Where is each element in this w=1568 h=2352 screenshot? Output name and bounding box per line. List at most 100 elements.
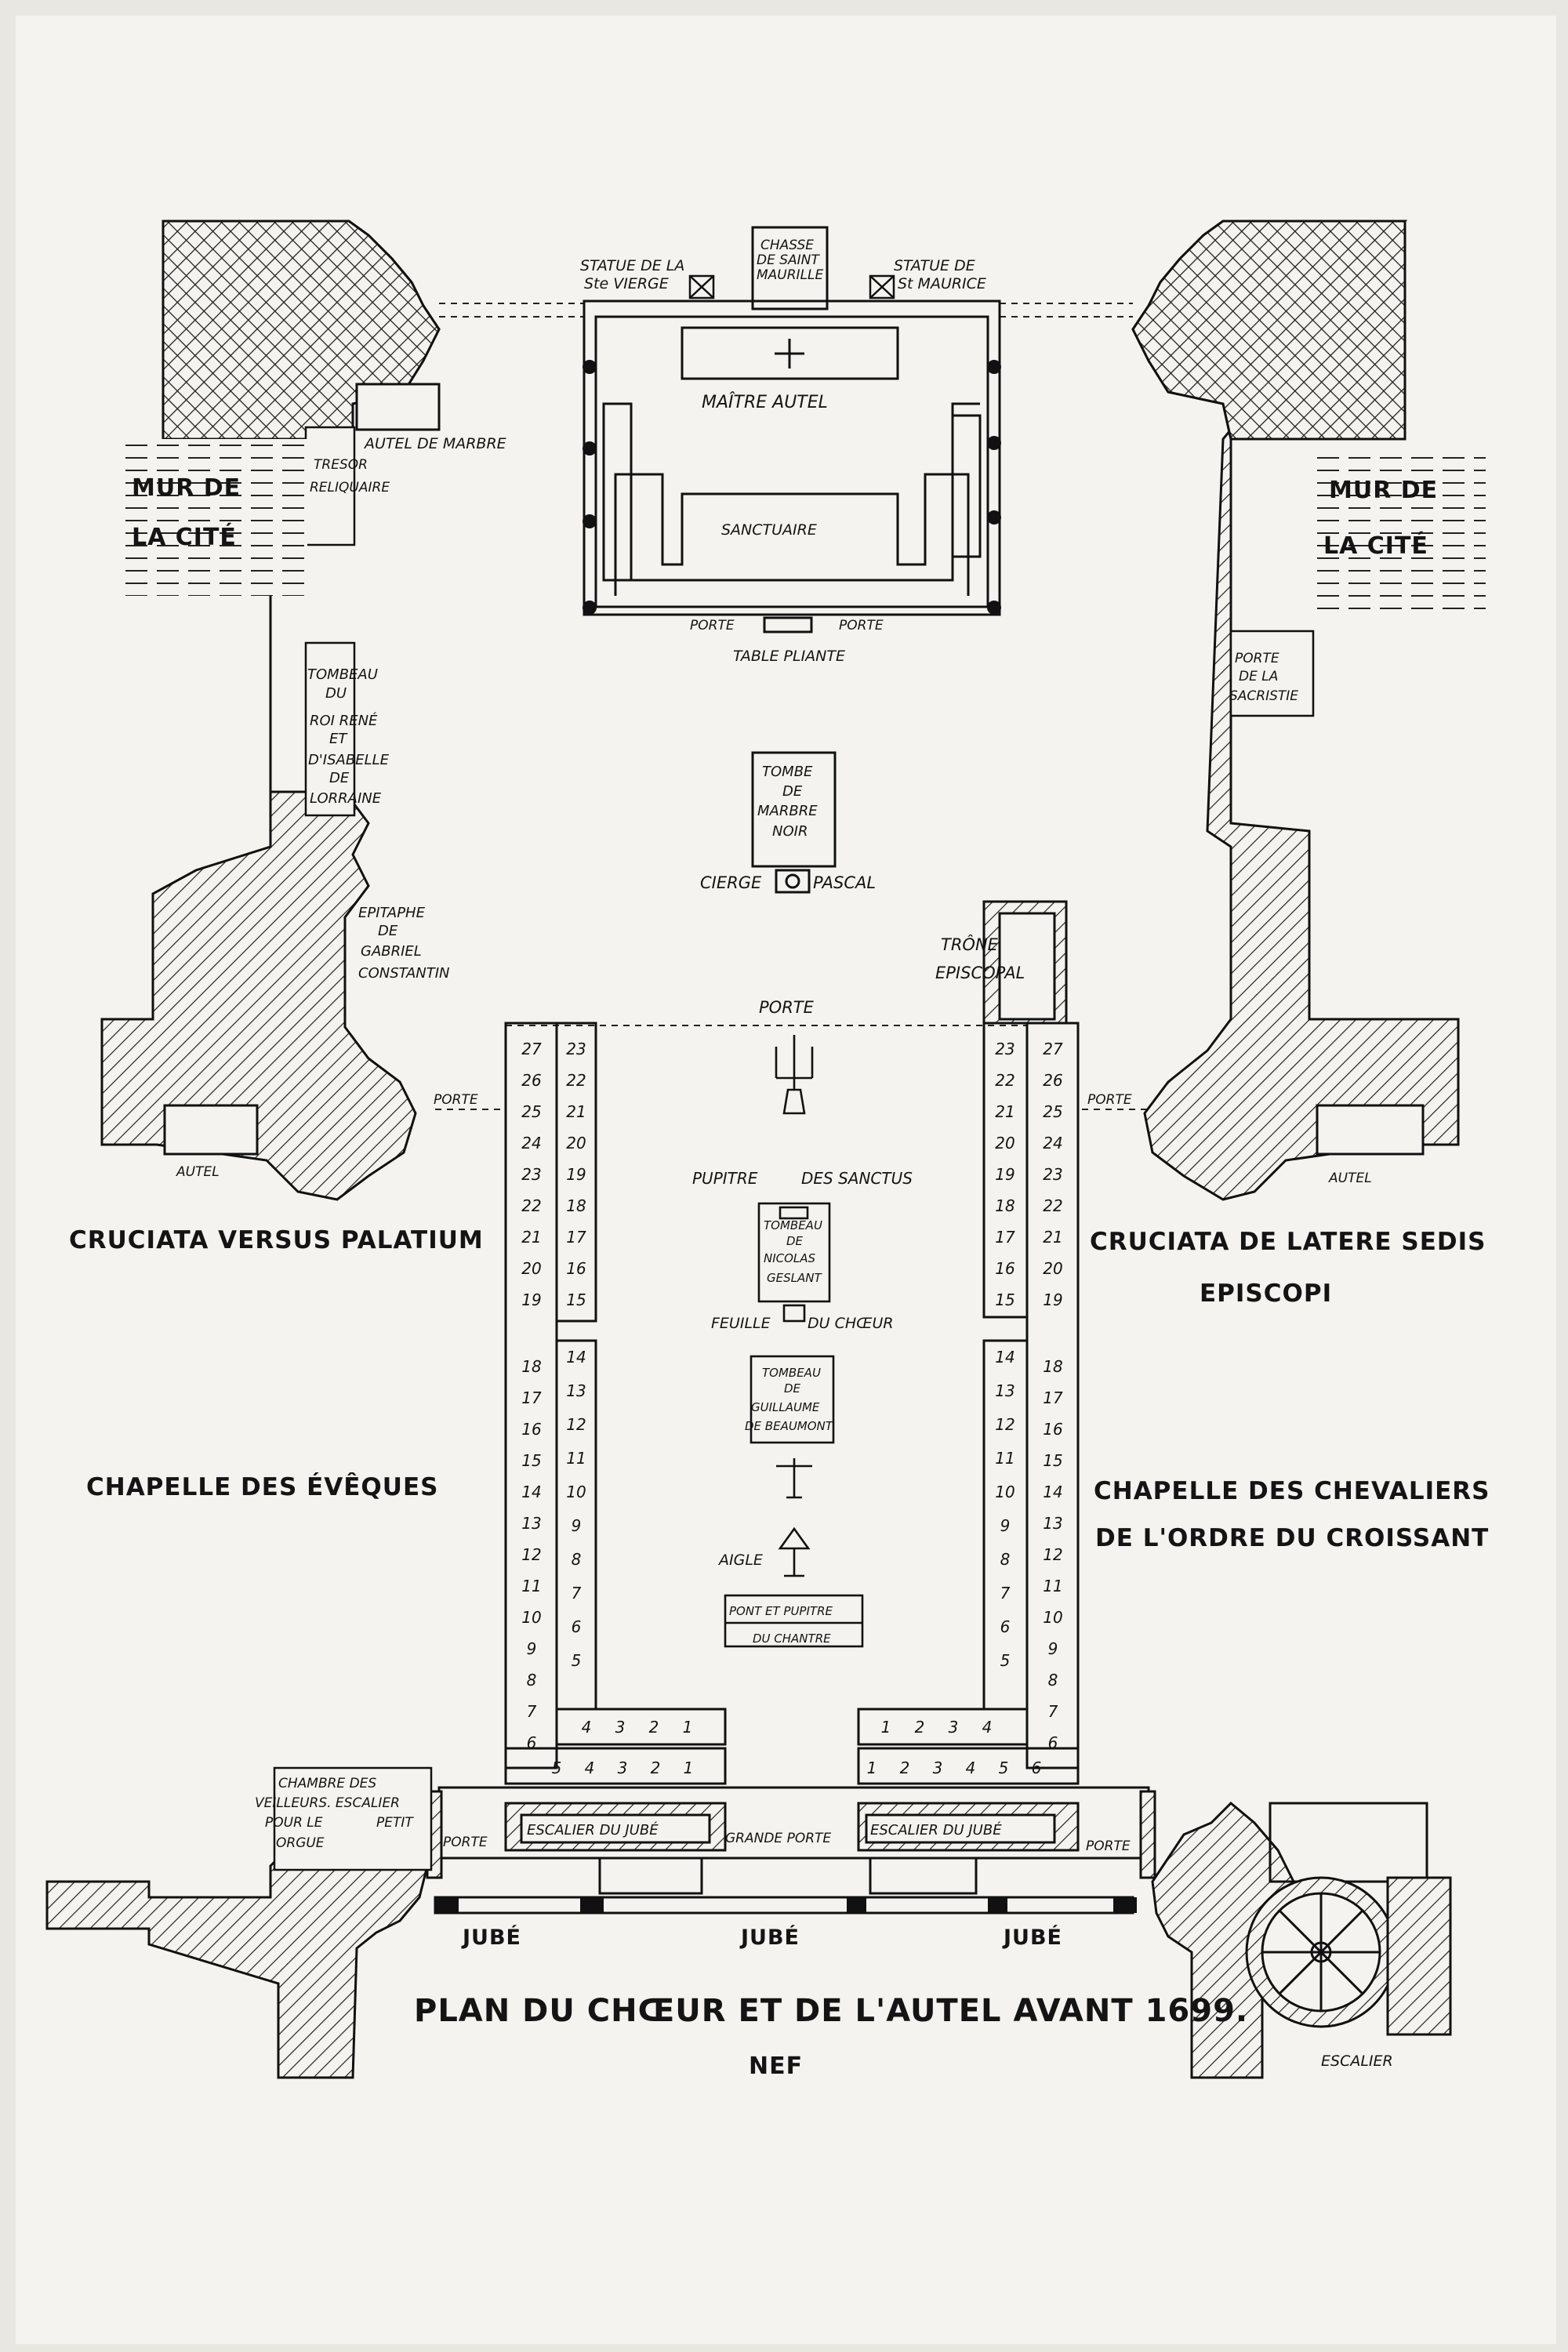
stall-number: 12 [1043, 1545, 1062, 1564]
dashed-lines [435, 303, 1152, 1110]
right-city-wall [1313, 455, 1486, 612]
stall-number: 1 [867, 1759, 877, 1777]
label-epitaphe-3: GABRIEL [361, 943, 422, 960]
stall-number: 2 [900, 1759, 910, 1777]
stall-number: 23 [521, 1165, 541, 1184]
stall-number: 21 [1043, 1228, 1062, 1247]
label-mur-left: MUR DE [132, 474, 241, 502]
stall-number: 15 [566, 1290, 586, 1309]
stall-number: 3 [949, 1718, 959, 1737]
label-tombeau-rene-2: DU [325, 685, 347, 702]
label-tombe-4: NOIR [772, 823, 808, 840]
stall-number: 14 [995, 1348, 1014, 1367]
label-trone: TRÔNE [941, 935, 999, 954]
labels: STATUE DE LA Ste VIERGE CHASSE DE SAINT … [132, 238, 1437, 2070]
label-tombe-2: DE [782, 783, 803, 800]
stall-number: 11 [1043, 1577, 1062, 1595]
label-cruciata-right-2: EPISCOPI [1200, 1279, 1332, 1308]
label-chambre-4: PETIT [376, 1815, 414, 1831]
episcopal-throne [982, 900, 1068, 1025]
label-porte-sacristie: PORTE [1235, 651, 1279, 666]
sanctuary-columns [583, 360, 1001, 615]
sanctuary [583, 226, 1001, 633]
label-chasse: CHASSE [760, 238, 814, 253]
stall-number: 25 [1043, 1102, 1062, 1121]
label-chambre-3: POUR LE [265, 1815, 323, 1831]
stall-number: 18 [1043, 1357, 1062, 1376]
stall-number: 15 [995, 1290, 1014, 1309]
stall-number: 5 [572, 1651, 582, 1670]
stall-number: 14 [1043, 1483, 1062, 1501]
stall-number: 6 [1048, 1733, 1058, 1752]
label-statue-vierge-2: Ste VIERGE [584, 275, 669, 292]
label-aigle: AIGLE [717, 1552, 763, 1569]
stall-number: 17 [566, 1228, 586, 1247]
label-tombeau-nicolas: TOMBEAU [764, 1218, 822, 1232]
stall-number: 23 [566, 1040, 586, 1058]
stall-number: 17 [521, 1388, 542, 1407]
label-tombeau-rene-4: ET [329, 731, 348, 747]
statue-boxes [688, 274, 895, 299]
label-chasse-3: MAURILLE [757, 267, 824, 283]
jube-bar [434, 1896, 1134, 1915]
label-tombeau-guillaume-4: DE BEAUMONT [745, 1419, 834, 1433]
stall-number: 23 [1043, 1165, 1062, 1184]
stall-number: 17 [995, 1228, 1015, 1247]
stall-number: 1 [881, 1718, 891, 1737]
stall-number: 11 [566, 1449, 586, 1468]
stall-number: 19 [566, 1165, 586, 1184]
stall-number: 7 [1000, 1584, 1011, 1602]
stall-number: 27 [521, 1040, 542, 1058]
label-porte-sacristie-3: SACRISTIE [1229, 688, 1298, 704]
staircase [1245, 1802, 1452, 2036]
stall-number: 24 [521, 1134, 541, 1152]
page-subtitle: NEF [749, 2053, 803, 2080]
left-pier [100, 220, 441, 1201]
choir-stalls-frame [504, 1022, 1080, 1785]
stall-number: 9 [527, 1639, 537, 1658]
stall-number: 16 [521, 1420, 541, 1439]
label-autel-left: AUTEL [176, 1164, 220, 1180]
label-epitaphe-2: DE [378, 923, 398, 939]
stall-number: 14 [566, 1348, 586, 1367]
stall-number: 25 [521, 1102, 541, 1121]
label-jube-2: JUBÉ [739, 1925, 800, 1950]
label-maitre-autel: MAÎTRE AUTEL [702, 392, 828, 412]
stall-number: 19 [1043, 1290, 1062, 1309]
label-escalier-jube-left: ESCALIER DU JUBÉ [527, 1821, 659, 1838]
label-cruciata-left: CRUCIATA VERSUS PALATIUM [69, 1226, 484, 1254]
label-table-pliante: TABLE PLIANTE [733, 648, 845, 665]
label-chapelle-right: CHAPELLE DES CHEVALIERS [1094, 1477, 1490, 1505]
stall-number: 1 [683, 1718, 693, 1737]
stall-number: 5 [999, 1759, 1009, 1777]
stall-number: 2 [651, 1759, 661, 1777]
stall-number: 10 [521, 1608, 541, 1627]
label-chapelle-right-2: DE L'ORDRE DU CROISSANT [1095, 1524, 1489, 1552]
stall-number: 20 [1043, 1259, 1062, 1278]
right-pier [1131, 220, 1460, 1201]
label-tombeau-rene-3: ROI RENÉ [310, 712, 378, 729]
stall-number: 22 [566, 1071, 586, 1090]
label-tresor: TRESOR [314, 457, 368, 473]
label-porte-sacristie-2: DE LA [1239, 669, 1278, 684]
label-tombeau-rene-5: D'ISABELLE [308, 752, 390, 768]
stall-number: 1 [684, 1759, 694, 1777]
label-porte-bottom-right: PORTE [1086, 1838, 1131, 1854]
label-tombeau-guillaume-3: GUILLAUME [751, 1400, 820, 1414]
stall-number: 17 [1043, 1388, 1063, 1407]
label-tombeau-nicolas-4: GESLANT [767, 1271, 822, 1285]
label-porte-choir: PORTE [759, 998, 815, 1017]
stall-number: 21 [521, 1228, 541, 1247]
stall-number: 12 [995, 1415, 1014, 1434]
bottom-left-pier [45, 1802, 429, 2079]
label-chambre-2: VEILLEURS. ESCALIER [255, 1795, 400, 1811]
label-tombeau-rene-6: DE [329, 770, 350, 786]
stall-number: 22 [1043, 1196, 1062, 1215]
label-tombeau-nicolas-3: NICOLAS [764, 1251, 816, 1265]
label-cierge-2: PASCAL [813, 873, 876, 892]
stall-number: 22 [521, 1196, 541, 1215]
label-porte-east: PORTE [1087, 1092, 1132, 1108]
stall-number: 15 [1043, 1451, 1062, 1470]
label-chambre: CHAMBRE DES [278, 1776, 376, 1791]
